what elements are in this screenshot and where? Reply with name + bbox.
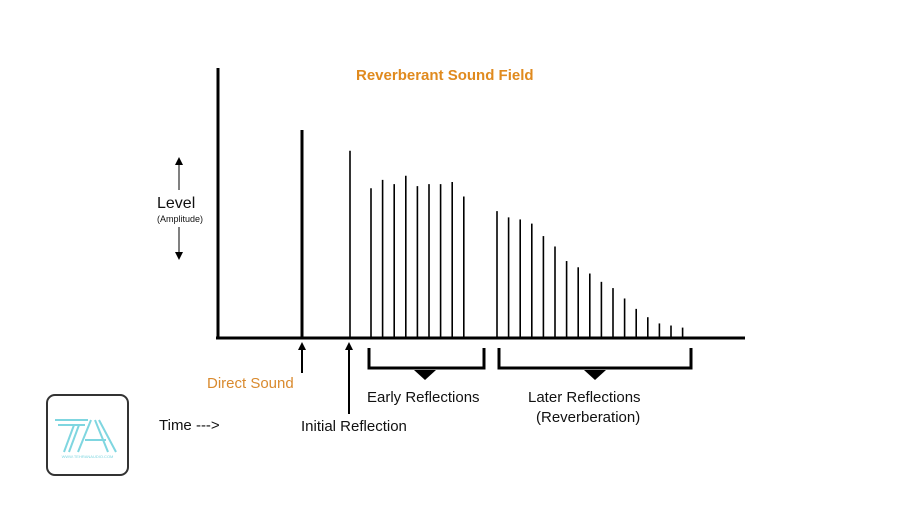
early-reflections-pointer [414, 370, 436, 380]
diagram-title: Reverberant Sound Field [356, 67, 534, 84]
logo-url-text: WWW.TEHRANAUDIO.COM [61, 454, 114, 459]
ta-logo-icon [55, 419, 117, 453]
y-axis-label: Level [157, 195, 196, 212]
brand-logo: WWW.TEHRANAUDIO.COM [46, 394, 129, 476]
initial-reflection-label: Initial Reflection [301, 418, 407, 435]
y-axis-sublabel: (Amplitude) [157, 214, 204, 224]
later-reflections-pointer [584, 370, 606, 380]
later-reflections-label: Later Reflections [528, 389, 641, 406]
later-reflections-brace [497, 348, 693, 370]
x-axis-label: Time ---> [159, 417, 220, 434]
early-reflections-brace [367, 348, 486, 370]
impulse-lines [300, 130, 684, 338]
direct-sound-label: Direct Sound [207, 375, 294, 392]
early-reflections-label: Early Reflections [367, 389, 480, 406]
reverberation-label: (Reverberation) [536, 409, 641, 426]
